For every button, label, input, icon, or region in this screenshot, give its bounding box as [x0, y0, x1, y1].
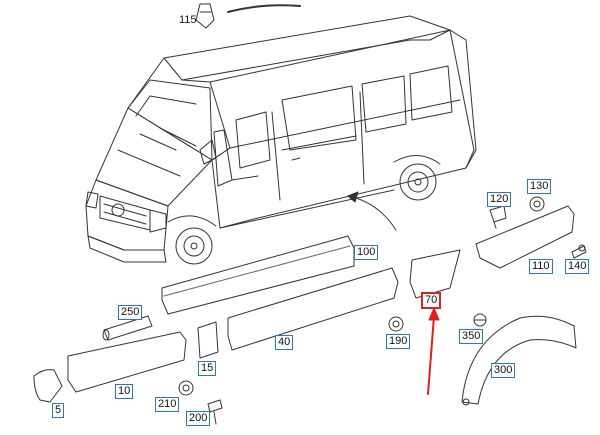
part-100-edge: [163, 245, 351, 297]
callout-250[interactable]: 250: [118, 305, 143, 320]
callout-350[interactable]: 350: [459, 329, 484, 344]
callout-70[interactable]: 70: [421, 292, 442, 309]
callout-190[interactable]: 190: [386, 334, 411, 349]
callout-300[interactable]: 300: [491, 363, 516, 378]
part-110-molding: [475, 205, 575, 269]
part-210-washer: [178, 380, 194, 396]
part-100-molding: [161, 235, 355, 315]
part-300-fastener: [462, 398, 470, 406]
roof-trim-strip: [227, 4, 301, 13]
callout-40[interactable]: 40: [275, 335, 294, 350]
reference-arrow: [347, 191, 397, 231]
van-illustration: [85, 15, 477, 265]
part-190-grommet: [388, 316, 404, 332]
part-300-wheel-arch: [461, 315, 577, 405]
part-15-trim: [197, 321, 219, 359]
callout-110[interactable]: 110: [529, 259, 553, 274]
part-5-end-cap: [33, 369, 63, 403]
callout-5[interactable]: 5: [52, 403, 65, 418]
callout-140[interactable]: 140: [565, 259, 590, 274]
callout-100[interactable]: 100: [354, 245, 379, 260]
part-40-molding: [227, 267, 399, 351]
callout-200[interactable]: 200: [186, 411, 211, 426]
callout-15[interactable]: 15: [198, 361, 217, 376]
callout-130[interactable]: 130: [527, 179, 552, 194]
part-120-clip: [489, 205, 507, 229]
highlight-arrow: [427, 307, 440, 395]
callout-210[interactable]: 210: [155, 397, 180, 412]
part-130-clip: [529, 196, 545, 212]
part-70-molding: [409, 249, 461, 299]
callout-120[interactable]: 120: [487, 192, 512, 207]
part-200-screw: [207, 399, 223, 425]
callout-115[interactable]: 115: [179, 14, 197, 26]
callout-10[interactable]: 10: [115, 384, 134, 399]
part-350-clip: [473, 313, 487, 327]
part-250-roller: [102, 315, 153, 341]
part-115-bracket: [195, 3, 215, 29]
part-140-bolt: [571, 244, 587, 259]
part-10-molding: [67, 331, 187, 393]
